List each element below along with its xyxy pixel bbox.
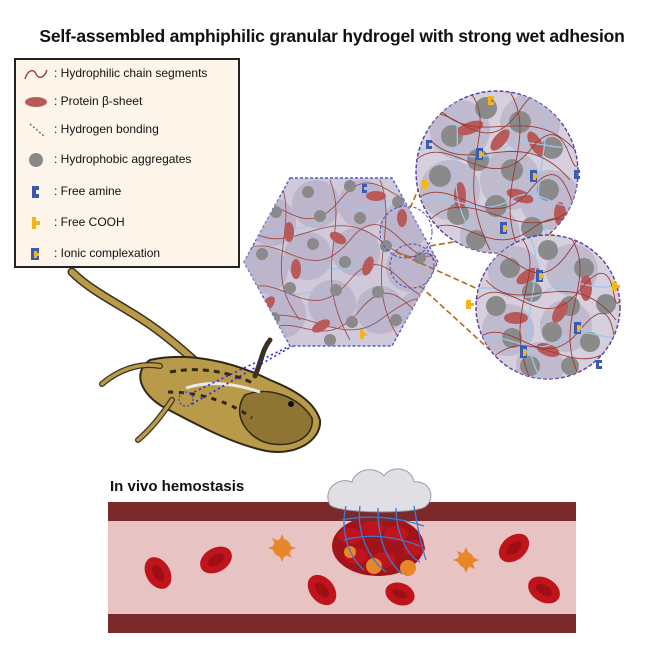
legend-item-free-amine: : Free amine bbox=[16, 182, 240, 202]
hydrogen-bond-icon bbox=[29, 123, 45, 137]
free-amine-icon bbox=[32, 186, 39, 198]
legend-label: : Protein β-sheet bbox=[54, 94, 143, 108]
legend-label: : Hydrophobic aggregates bbox=[54, 152, 192, 166]
figure-title: Self-assembled amphiphilic granular hydr… bbox=[39, 26, 625, 46]
ionic-complexation-icon bbox=[31, 248, 39, 260]
salamander-illustration bbox=[67, 267, 322, 453]
legend-item-free-cooh: : Free COOH bbox=[16, 213, 240, 233]
legend-label: : Hydrophilic chain segments bbox=[54, 66, 208, 80]
legend-item-beta-sheet: : Protein β-sheet bbox=[16, 92, 240, 112]
platelets bbox=[268, 534, 479, 573]
free-cooh-icon bbox=[32, 217, 40, 229]
legend-item-ionic: : Ionic complexation bbox=[16, 244, 240, 264]
legend-item-hydrophobic: : Hydrophobic aggregates bbox=[16, 150, 240, 170]
hydrophobic-aggregate-icon bbox=[29, 153, 43, 167]
hemostasis-label: In vivo hemostasis bbox=[110, 478, 245, 495]
legend-label: : Hydrogen bonding bbox=[54, 122, 159, 136]
wound-clot bbox=[327, 468, 432, 576]
legend-label: : Free COOH bbox=[54, 215, 125, 229]
legend-item-chain: : Hydrophilic chain segments bbox=[16, 64, 240, 84]
legend-label: : Ionic complexation bbox=[54, 246, 161, 260]
red-blood-cells bbox=[144, 533, 560, 606]
zoomed-granule-bottom bbox=[466, 234, 621, 380]
legend-label: : Free amine bbox=[54, 184, 122, 198]
hexagonal-granular-network bbox=[243, 177, 439, 347]
legend-box: : Hydrophilic chain segments : Protein β… bbox=[14, 58, 240, 268]
legend-item-hydrogen-bond: : Hydrogen bonding bbox=[16, 120, 240, 140]
chain-segment-icon bbox=[24, 69, 48, 80]
blood-vessel bbox=[108, 502, 576, 633]
beta-sheet-icon bbox=[25, 97, 47, 107]
